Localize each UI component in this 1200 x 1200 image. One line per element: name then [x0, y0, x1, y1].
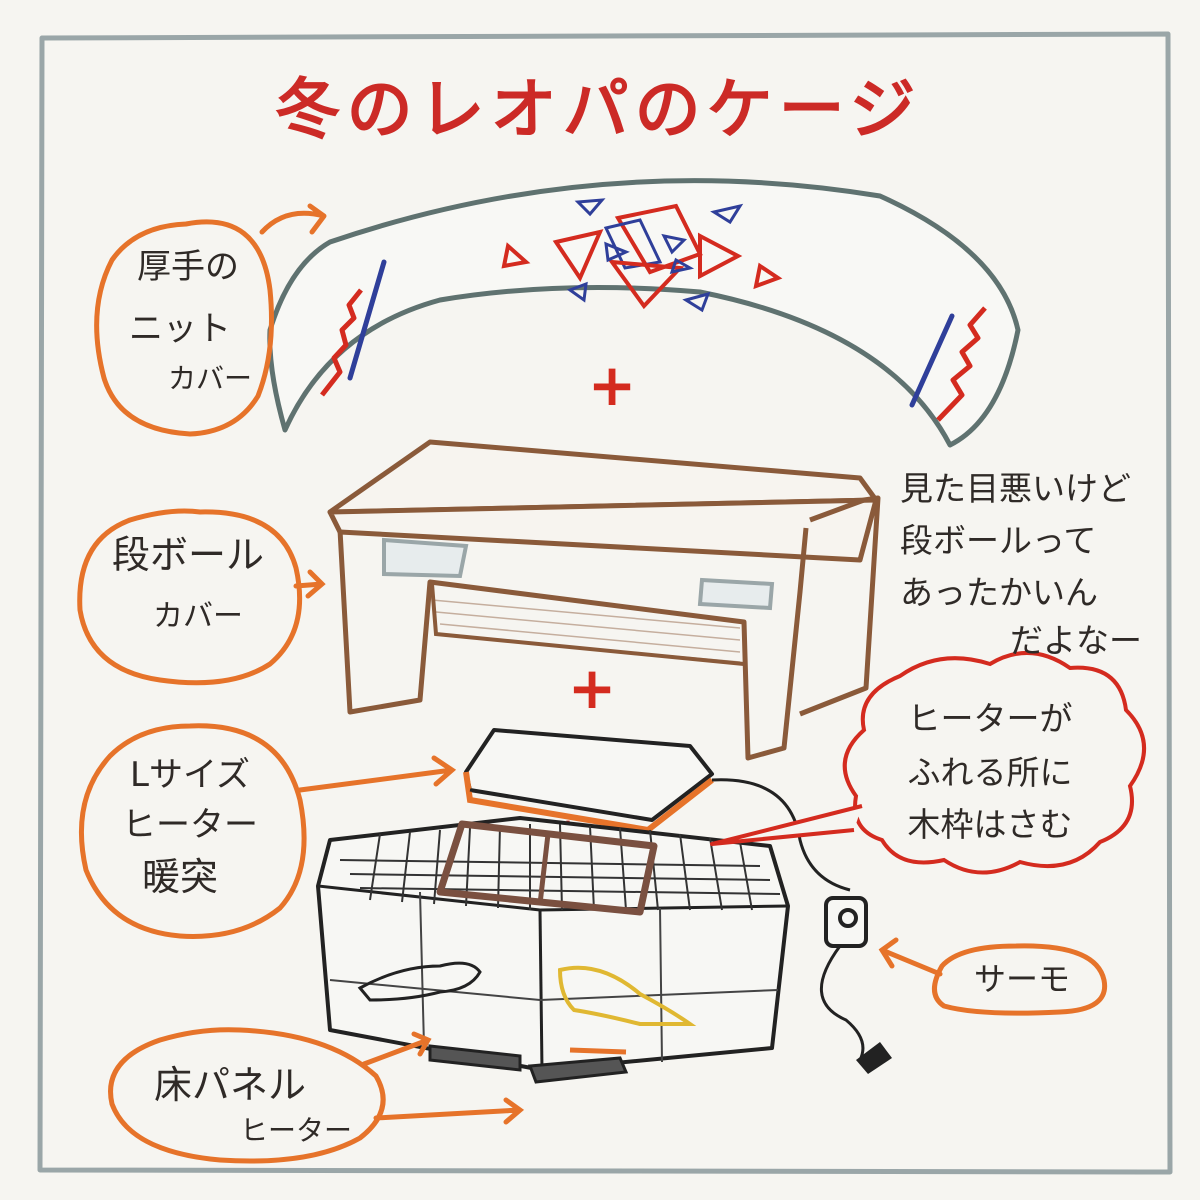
callout-heater [79, 723, 307, 939]
heater-label-line1: Lサイズ [130, 755, 250, 795]
cardboard-label-line1: 段ボール [112, 533, 264, 577]
glass-cage-illustration [316, 816, 790, 1084]
heater-label-line3: 暖突 [142, 855, 218, 899]
callout-knit-cover [94, 219, 274, 437]
cardboard-note-line2: 段ボールって [900, 521, 1096, 560]
wood-frame-note-bubble [842, 651, 1146, 875]
plus-sign-2: + [568, 654, 617, 722]
wood-frame-note-line2: ふれる所に [908, 753, 1073, 792]
page-title: 冬のレオパのケージ [275, 71, 922, 148]
gecko-yellow [557, 965, 697, 1026]
panel-heater-illustration [463, 728, 851, 892]
floor-heater-label-line2: ヒーター [240, 1114, 352, 1147]
knit-label-line3: カバー [168, 362, 252, 395]
gecko-grey [357, 961, 482, 1002]
plus-sign-1: + [588, 351, 637, 419]
knit-label-line1: 厚手の [137, 247, 239, 287]
heater-label-line2: ヒーター [122, 805, 258, 845]
wood-frame-note-line3: 木枠はさむ [908, 805, 1073, 844]
thermostat-illustration [819, 896, 892, 1074]
cardboard-label-line2: カバー [153, 599, 243, 634]
callout-floor-heater [108, 1027, 386, 1164]
page-frame [37, 31, 1173, 1175]
knit-cover-illustration [267, 178, 1021, 448]
wood-frame [436, 820, 658, 916]
cardboard-cover-illustration [327, 439, 881, 761]
thermo-label: サーモ [974, 960, 1070, 998]
knit-label-line2: ニット [129, 309, 231, 349]
callout-cardboard-cover [77, 508, 303, 686]
wood-frame-note-line1: ヒーターが [908, 699, 1073, 738]
floor-heater-label-line1: 床パネル [154, 1063, 306, 1107]
floor-heater-panels [428, 1044, 629, 1084]
callout-thermo [932, 943, 1108, 1016]
cardboard-note-line1: 見た目悪いけど [900, 469, 1131, 508]
cardboard-note-line4: だよなー [1010, 621, 1142, 660]
cardboard-note-line3: あったかいん [900, 573, 1098, 612]
